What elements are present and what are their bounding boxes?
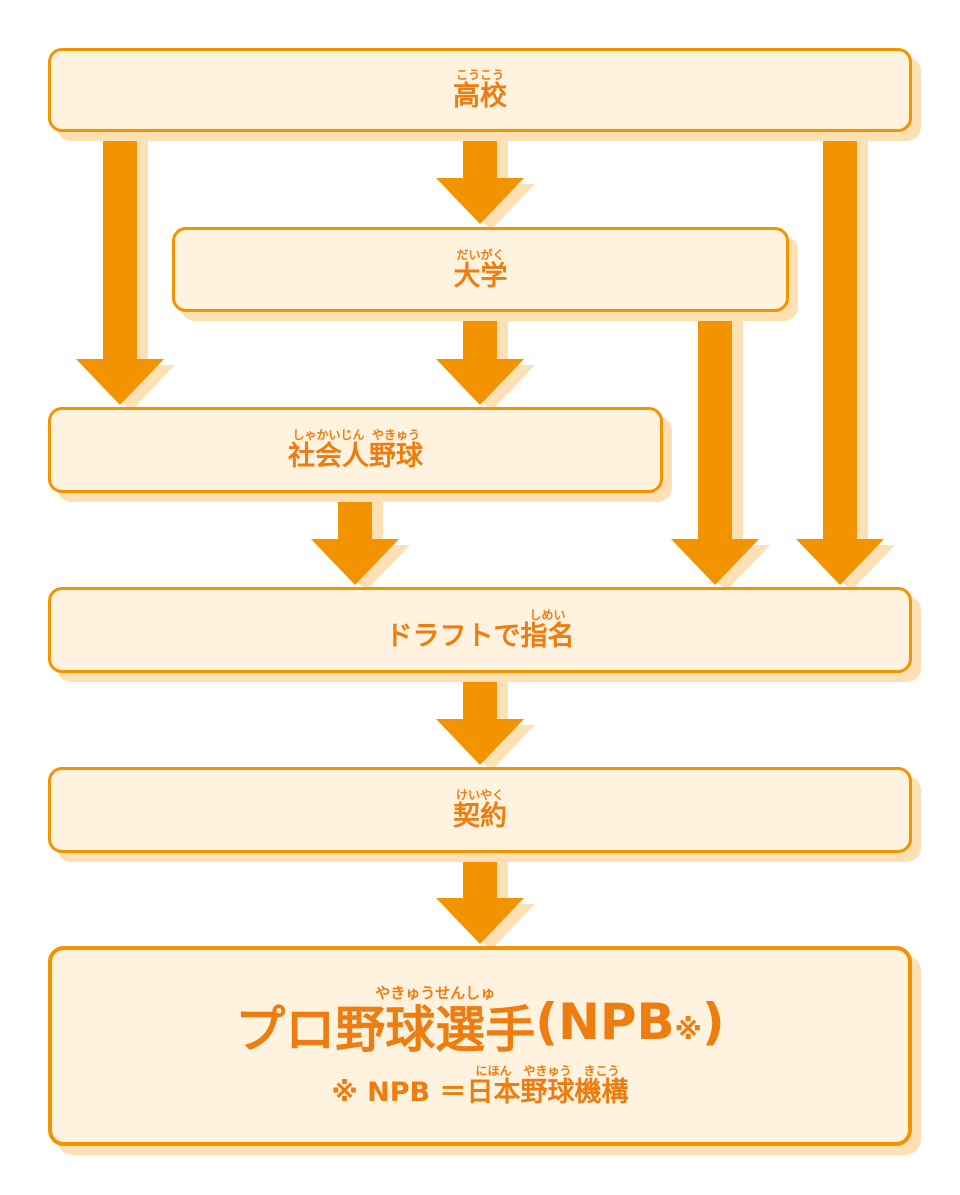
text-baseball: 野球 [369,441,423,472]
text-pro: プロ [235,1001,336,1059]
text-baseball-player: 野球選手 [335,1001,536,1059]
label-high-school: こうこう 高校 [453,68,507,112]
arrow-university-to-corporate [436,310,535,411]
text-draft: ドラフトで [385,621,521,652]
text-note-prefix: ※ NPB ＝ [331,1077,467,1108]
text-npb-close: ) [701,993,725,1051]
box-university: だいがく 大学 [172,227,789,312]
pro-title: ​ プロ やきゅうせんしゅ 野球選手 (NPB※) [235,984,725,1058]
arrow-contract-to-pro-body [436,851,524,944]
text-corporate: 社会人 [288,441,369,472]
ruby-organization: きこう [583,1064,620,1078]
arrow-university-to-draft-body [671,310,759,585]
text-npb-open: (NPB [535,993,675,1051]
ruby-baseball-player: やきゅうせんしゅ [375,984,496,1002]
text-japan: 日本 [466,1077,521,1108]
arrow-highschool-to-draft [796,130,895,591]
text-high-school: 高校 [453,81,507,112]
text-nomination: 指名 [520,621,575,652]
ruby-japan: にほん [475,1064,512,1078]
ruby-high-school: こうこう [455,68,504,82]
box-draft: ドラフトで しめい 指名 [48,587,912,673]
arrow-highschool-to-corporate [76,130,175,411]
arrow-university-to-corporate-body [436,310,524,405]
text-npb-paren: (NPB※) [535,994,725,1058]
arrow-corporate-to-draft-body [311,491,399,585]
box-corporate-baseball: しゃかいじん 社会人 やきゅう 野球 [48,407,663,493]
ruby-corporate: しゃかいじん [292,428,365,442]
ruby-note-baseball: やきゅう [523,1064,572,1078]
arrow-corporate-to-draft [311,491,410,591]
text-note-baseball: 野球 [520,1077,575,1108]
arrow-university-to-draft [671,310,770,591]
ruby-nomination: しめい [529,608,566,622]
arrow-draft-to-contract-body [436,671,524,765]
text-university: 大学 [453,260,508,292]
ruby-university: だいがく [456,247,505,262]
arrow-highschool-to-university-body [436,130,524,224]
ruby-baseball: やきゅう [371,428,420,442]
arrow-highschool-to-university [436,130,535,230]
text-npb-mark: ※ [674,1013,702,1046]
label-university: だいがく 大学 [454,248,508,292]
text-contract: 契約 [453,801,507,832]
box-high-school: こうこう 高校 [48,48,912,132]
arrow-draft-to-contract [436,671,535,771]
box-contract: けいやく 契約 [48,767,912,853]
ruby-contract: けいやく [455,788,504,802]
text-organization: 機構 [574,1077,629,1108]
npb-note: ※ NPB ＝ にほん 日本 やきゅう 野球 きこう 機構 [331,1064,628,1108]
arrow-contract-to-pro [436,851,535,950]
box-pro-baseball-player: ​ プロ やきゅうせんしゅ 野球選手 (NPB※) ※ NPB ＝ にほん 日本… [48,946,912,1146]
arrow-highschool-to-corporate-body [76,130,164,405]
arrow-highschool-to-draft-body [796,130,884,585]
